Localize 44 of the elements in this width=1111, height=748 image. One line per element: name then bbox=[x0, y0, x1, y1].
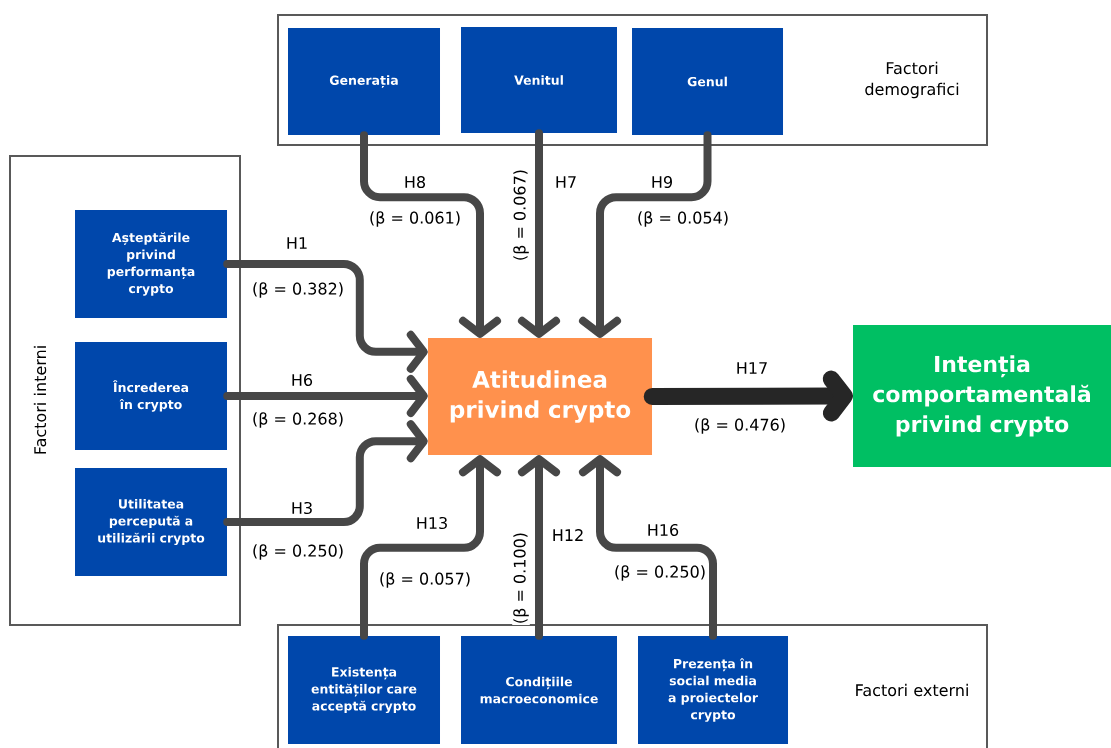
edge-label: H7 bbox=[553, 175, 579, 189]
arrow bbox=[223, 420, 428, 526]
arrow bbox=[223, 260, 428, 373]
factor-box: Venitul bbox=[461, 27, 617, 133]
factor-box: Genul bbox=[632, 28, 783, 135]
arrow bbox=[360, 131, 501, 338]
edge-label: H17 bbox=[734, 361, 770, 375]
coefficient-label: (β = 0.250) bbox=[250, 543, 346, 561]
edge-label: H9 bbox=[649, 174, 675, 190]
arrow bbox=[360, 455, 501, 640]
factor-box: Generația bbox=[288, 28, 440, 135]
arrow bbox=[518, 129, 560, 338]
group-heading: Factori externi bbox=[856, 683, 968, 697]
edge-label: H6 bbox=[289, 372, 315, 388]
edge-label: H1 bbox=[284, 236, 310, 250]
intention-box: Intenția comportamentală privind crypto bbox=[853, 325, 1111, 467]
factor-box: Prezența în social media a proiectelor crypto bbox=[638, 636, 788, 744]
coefficient-label: (β = 0.057) bbox=[377, 571, 473, 589]
edge-label: H12 bbox=[550, 528, 586, 542]
coefficient-label: (β = 0.067) bbox=[512, 167, 530, 263]
arrow bbox=[579, 131, 712, 338]
factor-box: Încrederea în crypto bbox=[75, 342, 227, 450]
group-heading: Factori interni bbox=[33, 346, 47, 454]
coefficient-label: (β = 0.061) bbox=[367, 210, 463, 228]
arrow bbox=[579, 455, 717, 640]
coefficient-label: (β = 0.382) bbox=[250, 281, 346, 299]
coefficient-label: (β = 0.476) bbox=[692, 417, 788, 435]
attitude-box: Atitudinea privind crypto bbox=[428, 338, 652, 455]
edge-label: H13 bbox=[414, 515, 450, 531]
arrow bbox=[643, 370, 853, 422]
coefficient-label: (β = 0.250) bbox=[612, 564, 708, 582]
edge-label: H3 bbox=[289, 500, 315, 516]
coefficient-label: (β = 0.100) bbox=[512, 530, 530, 626]
coefficient-label: (β = 0.054) bbox=[635, 210, 731, 228]
edge-label: H8 bbox=[402, 174, 428, 190]
factor-box: Așteptările privind performanța crypto bbox=[75, 210, 227, 318]
edge-label: H16 bbox=[645, 522, 681, 538]
arrow bbox=[518, 455, 560, 640]
group-heading: Factori demografici bbox=[865, 61, 959, 99]
factor-box: Condițiile macroeconomice bbox=[461, 636, 617, 744]
factor-box: Utilitatea percepută a utilizării crypto bbox=[75, 468, 227, 576]
factor-box: Existența entităților care acceptă crypto bbox=[288, 636, 440, 744]
arrow bbox=[223, 375, 428, 417]
coefficient-label: (β = 0.268) bbox=[250, 411, 346, 429]
